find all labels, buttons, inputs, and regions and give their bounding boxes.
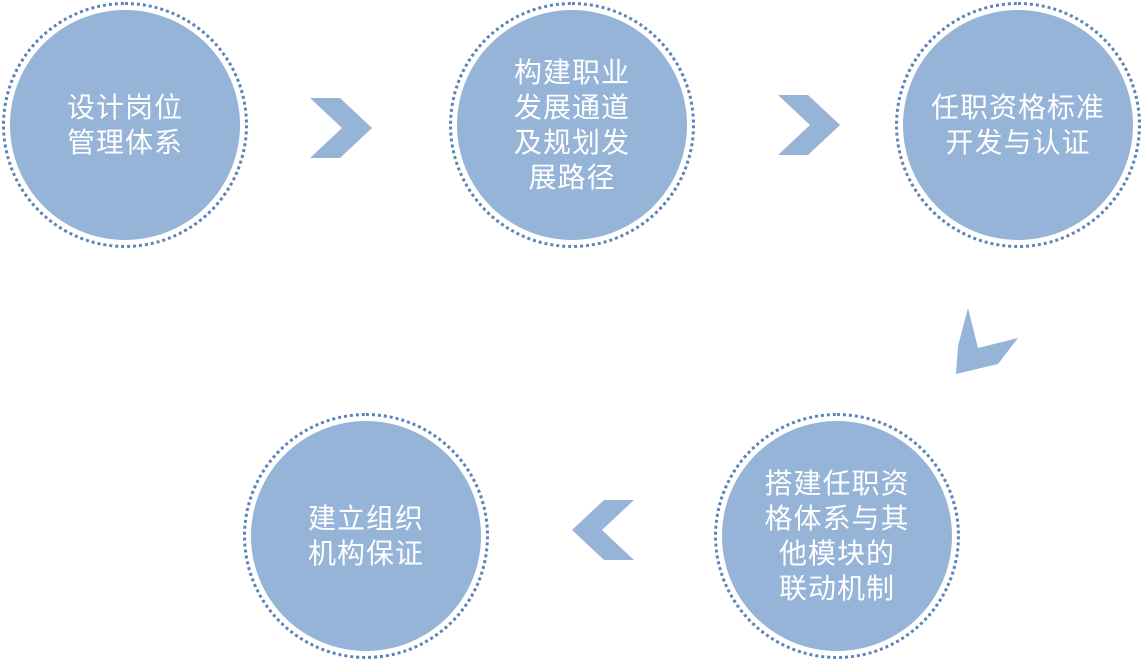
chevron-left-icon bbox=[572, 500, 634, 560]
step-label-2: 构建职业 发展通道 及规划发 展路径 bbox=[513, 56, 630, 194]
chevron-right-icon bbox=[778, 95, 840, 155]
step-node-1-disc: 设计岗位 管理体系 bbox=[10, 10, 240, 240]
step-node-2-disc: 构建职业 发展通道 及规划发 展路径 bbox=[457, 10, 687, 240]
step-node-5: 建立组织 机构保证 bbox=[243, 413, 489, 659]
step-node-5-disc: 建立组织 机构保证 bbox=[251, 421, 481, 651]
chevron-right-icon bbox=[310, 98, 372, 158]
chevron-down-icon bbox=[948, 308, 1018, 374]
step-node-1: 设计岗位 管理体系 bbox=[2, 2, 248, 248]
step-label-3: 任职资格标准 开发与认证 bbox=[930, 91, 1105, 159]
step-node-3: 任职资格标准 开发与认证 bbox=[895, 2, 1141, 248]
step-node-4: 搭建任职资 格体系与其 他模块的 联动机制 bbox=[714, 413, 960, 659]
step-node-3-disc: 任职资格标准 开发与认证 bbox=[903, 10, 1133, 240]
step-label-1: 设计岗位 管理体系 bbox=[66, 91, 183, 159]
step-node-2: 构建职业 发展通道 及规划发 展路径 bbox=[449, 2, 695, 248]
step-label-5: 建立组织 机构保证 bbox=[307, 502, 424, 570]
step-node-4-disc: 搭建任职资 格体系与其 他模块的 联动机制 bbox=[722, 421, 952, 651]
step-label-4: 搭建任职资 格体系与其 他模块的 联动机制 bbox=[764, 467, 910, 605]
